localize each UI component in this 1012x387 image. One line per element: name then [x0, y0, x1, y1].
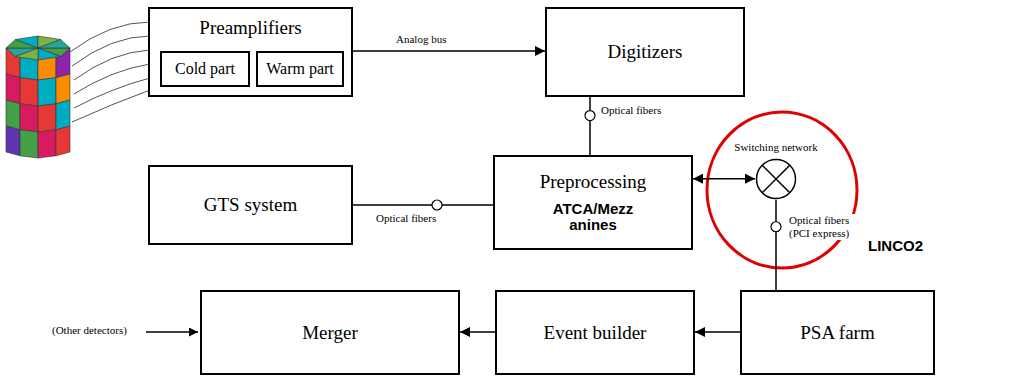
process-box: PSA farm	[740, 290, 935, 375]
sub-box: Cold part	[160, 51, 250, 87]
process-box: Merger	[200, 290, 460, 375]
switch-symbol	[755, 158, 797, 200]
switch-node: Switching network	[716, 141, 836, 203]
node-subtitle: ATCA/Mezz anines	[543, 201, 643, 234]
node-title: Merger	[302, 322, 358, 344]
sub-box: Warm part	[256, 51, 344, 87]
node-title: Switching network	[734, 141, 817, 154]
connector	[775, 200, 777, 290]
system-name: LINCO2	[868, 237, 923, 255]
process-box: Event builder	[495, 290, 695, 375]
edge-label: Optical fibers	[375, 212, 437, 225]
input-label: (Other detectors)	[52, 324, 127, 337]
connector	[589, 97, 591, 155]
node-title: PSA farm	[800, 322, 874, 344]
fiber-connector	[432, 200, 442, 210]
node-title: Warm part	[266, 60, 334, 78]
node-title: Cold part	[175, 60, 235, 78]
connector	[353, 50, 545, 52]
node-title: GTS system	[204, 194, 297, 216]
preamplifier-box: PreamplifiersCold part Warm part	[148, 7, 353, 97]
edge-label: Optical fibers	[600, 104, 662, 117]
connector	[695, 331, 740, 333]
node-title: Preamplifiers	[199, 17, 301, 39]
edge-label: Optical fibers (PCI express)	[788, 214, 856, 240]
node-title: Event builder	[544, 322, 647, 344]
process-box: Digitizers	[545, 7, 745, 97]
highlight-ellipse	[707, 112, 857, 268]
connector	[353, 204, 493, 206]
node-title: Digitizers	[608, 41, 683, 63]
process-box: GTS system	[148, 165, 353, 245]
process-box: PreprocessingATCA/Mezz anines	[493, 155, 693, 250]
input-arrow	[146, 331, 198, 333]
connector	[460, 331, 495, 333]
signal-wires	[70, 22, 150, 122]
detector-array	[6, 36, 70, 158]
edge-label: Analog bus	[395, 33, 447, 46]
connector	[693, 178, 755, 180]
fiber-connector	[771, 222, 781, 232]
fiber-connector	[585, 111, 595, 121]
node-title: Preprocessing	[540, 171, 647, 193]
